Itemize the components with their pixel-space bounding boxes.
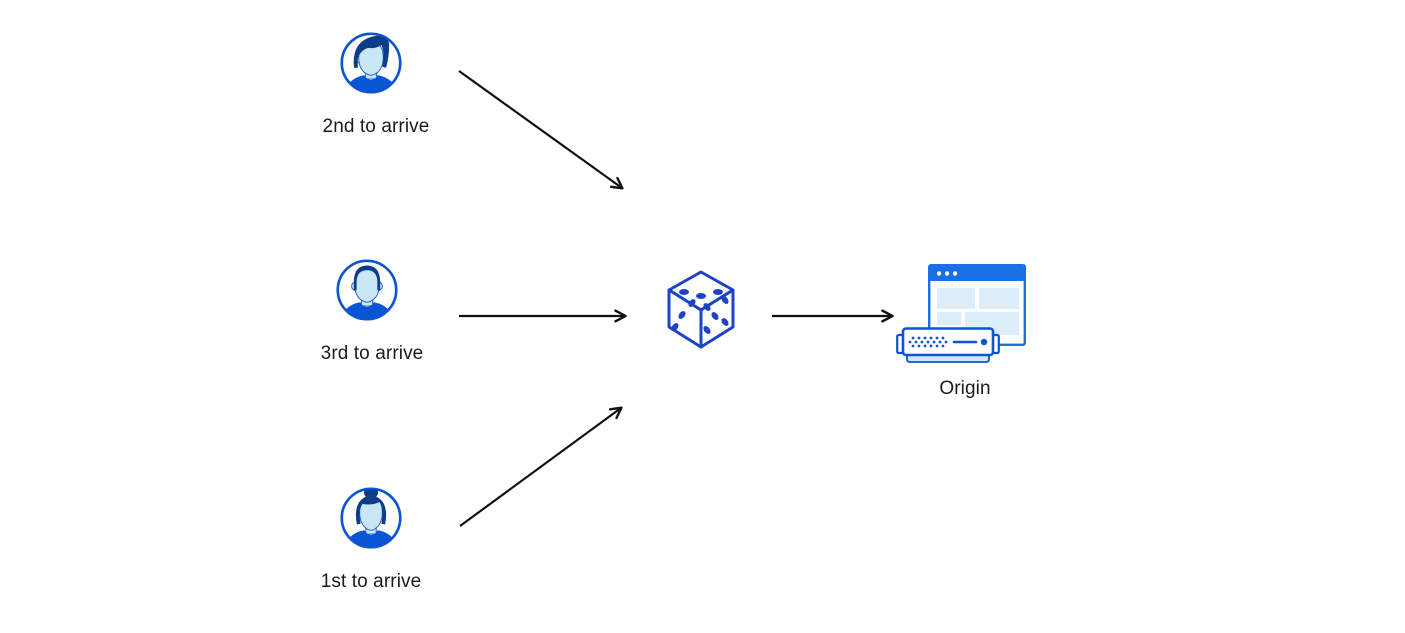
node-user-third: 3rd to arrive — [321, 257, 423, 364]
node-label-user-second: 2nd to arrive — [322, 116, 430, 137]
node-randomizer — [667, 270, 735, 349]
node-label-origin: Origin — [939, 378, 991, 399]
arrow-user-second-to-dice — [458, 70, 624, 190]
browser-window-icon — [928, 264, 1026, 346]
male-user-avatar-icon — [340, 32, 402, 94]
server-icon — [896, 327, 1000, 363]
arrow-user-first-to-dice — [459, 406, 623, 527]
node-user-first: 1st to arrive — [321, 485, 421, 592]
dice-icon — [667, 270, 735, 349]
node-user-second: 2nd to arrive — [323, 30, 429, 137]
node-label-user-first: 1st to arrive — [320, 571, 422, 592]
female-user-avatar-icon — [340, 487, 402, 549]
node-label-user-third: 3rd to arrive — [320, 343, 424, 364]
node-origin: Origin — [896, 264, 1036, 404]
male-user-avatar-2-icon — [336, 259, 398, 321]
